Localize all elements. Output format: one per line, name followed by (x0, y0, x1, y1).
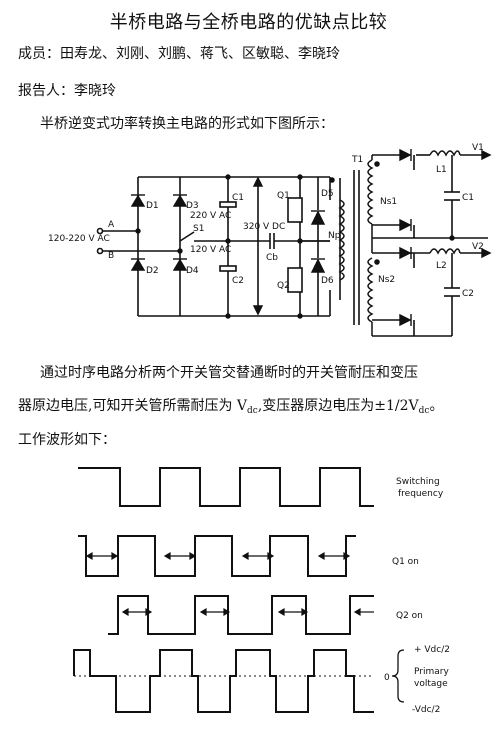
vdc-subscript-1: dc (247, 406, 258, 416)
terminal-b-label: B (108, 251, 114, 261)
voltage-label: voltage (414, 679, 448, 689)
v1-label: V1 (472, 143, 484, 153)
cb-label: Cb (266, 253, 278, 263)
half-bridge-circuit-diagram: 120-220 V AC A B D1 D2 D3 D4 S1 220 V AC… (48, 143, 492, 337)
c2-label: C2 (232, 276, 244, 286)
ns1-label: Ns1 (380, 197, 397, 207)
v220-label: 220 V AC (190, 211, 231, 221)
c1-label: C1 (232, 193, 244, 203)
minus-vdc-label: -Vdc/2 (412, 705, 440, 715)
input-label: 120-220 V AC (48, 234, 110, 244)
analysis-text-a: 器原边电压,可知开关管所需耐压为 V (18, 398, 248, 414)
v120-label: 120 V AC (190, 245, 231, 255)
q2-on-label: Q2 on (396, 611, 423, 621)
output-c1-label: C1 (462, 193, 474, 203)
q1-on-label: Q1 on (392, 557, 419, 567)
analysis-line-2: 器原边电压,可知开关管所需耐压为 Vdc,变压器原边电压为±1/2Vdc。 (18, 395, 444, 416)
d3-label: D3 (186, 201, 199, 211)
intro-line: 半桥逆变式功率转换主电路的形式如下图所示： (40, 116, 334, 132)
switching-label: Switching (396, 477, 440, 487)
output-c2-label: C2 (462, 289, 474, 299)
vdc-label: 320 V DC (243, 222, 285, 232)
s1-label: S1 (193, 224, 204, 234)
d1-label: D1 (146, 201, 159, 211)
zero-label: 0 (384, 673, 390, 683)
members-line: 成员：田寿龙、刘刚、刘鹏、蒋飞、区敏聪、李晓玲 (18, 46, 340, 62)
l1-label: L1 (436, 165, 447, 175)
t1-label: T1 (351, 155, 363, 165)
vdc-subscript-2: dc (418, 406, 430, 416)
analysis-line-1: 通过时序电路分析两个开关管交替通断时的开关管耐压和变压 (40, 365, 418, 381)
frequency-label: frequency (398, 489, 444, 499)
analysis-text-b: ,变压器原边电压为±1/2V (257, 398, 419, 414)
np-label: Np (328, 231, 341, 241)
d6-label: D6 (321, 276, 334, 286)
q1-label: Q1 (277, 191, 290, 201)
v2-label: V2 (472, 242, 484, 252)
d4-label: D4 (186, 266, 199, 276)
waveform-intro: 工作波形如下： (18, 432, 116, 448)
analysis-text-c: 。 (429, 398, 444, 414)
d5-label: D5 (321, 189, 334, 199)
ns2-label: Ns2 (378, 275, 395, 285)
l2-label: L2 (436, 261, 447, 271)
q2-label: Q2 (277, 281, 290, 291)
terminal-a-label: A (108, 220, 115, 230)
plus-vdc-label: + Vdc/2 (414, 645, 450, 655)
waveform-diagram: Switching frequency Q1 on Q2 on + Vdc/2 … (73, 467, 450, 715)
d2-label: D2 (146, 266, 159, 276)
primary-label: Primary (414, 667, 449, 677)
document-title: 半桥电路与全桥电路的优缺点比较 (109, 12, 388, 33)
reporter-line: 报告人：李晓玲 (18, 83, 116, 99)
